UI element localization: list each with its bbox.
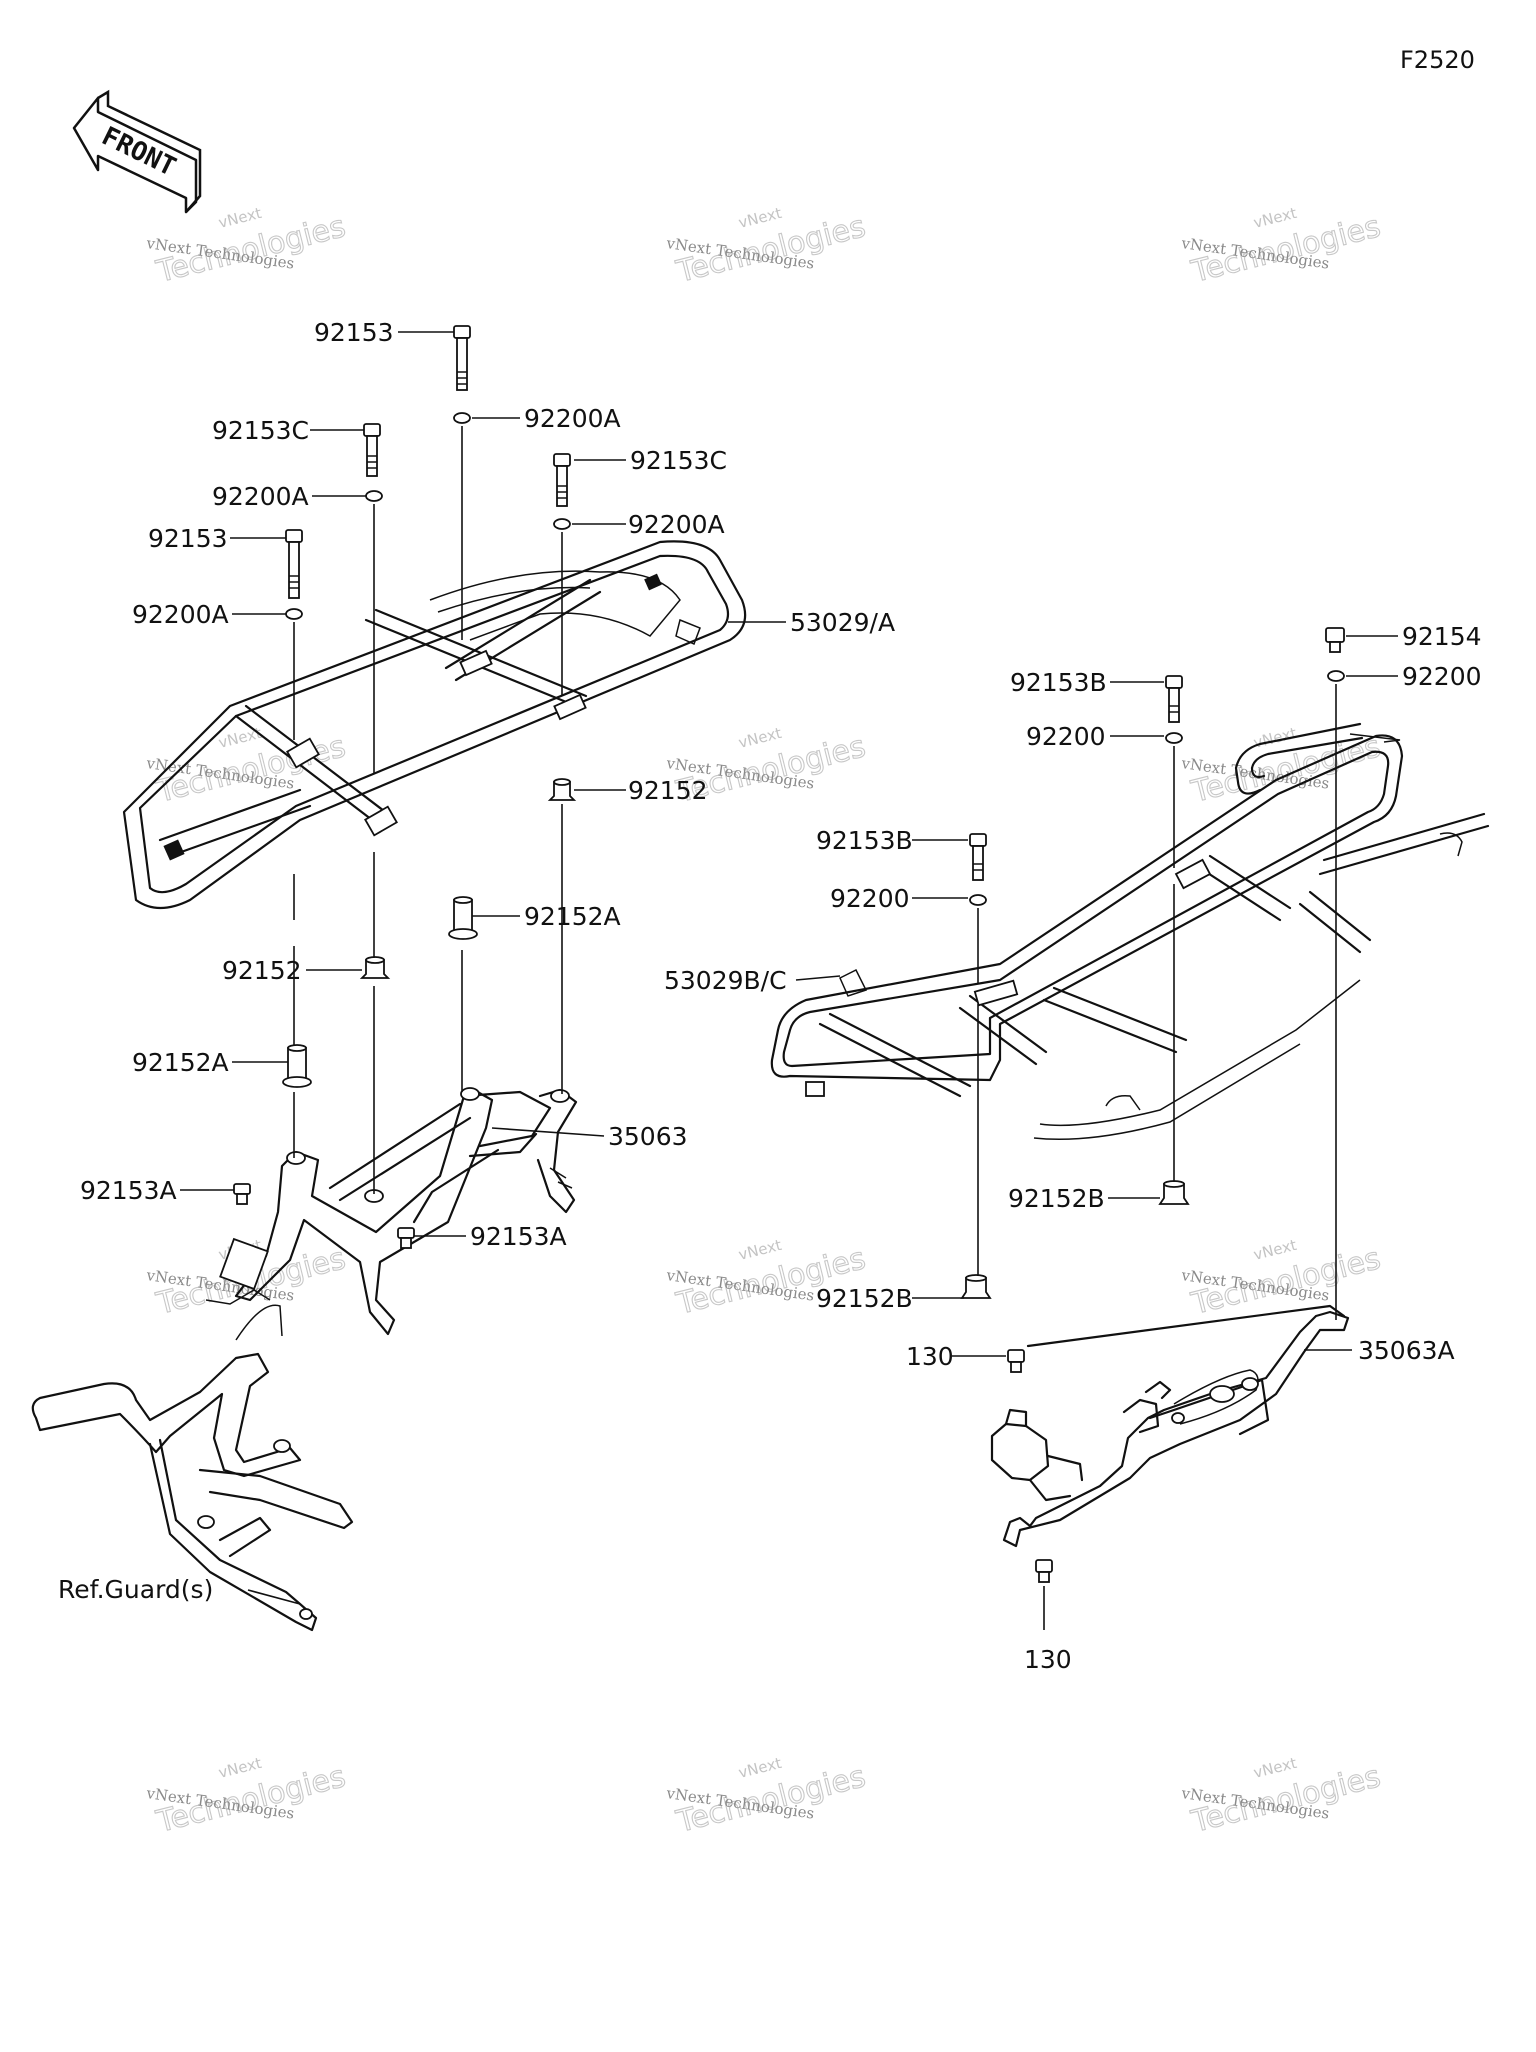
part-label: 92152 — [222, 956, 302, 985]
part-label: 92153 — [148, 524, 228, 553]
carrier-stay-left — [234, 1087, 578, 1336]
bolt-92153a-1 — [233, 1183, 251, 1205]
part-label: 92200 — [830, 884, 910, 913]
watermark-text: vNext — [737, 1236, 784, 1264]
washer-92200a-3 — [553, 518, 571, 530]
collar-92152a-left — [282, 1044, 312, 1088]
collar-92152-left — [359, 956, 391, 979]
watermark-text: vNext — [1252, 1754, 1299, 1782]
bolt-92153b-1 — [1165, 675, 1183, 723]
fastener-group — [233, 325, 1345, 1583]
bolt-92153-top — [453, 325, 471, 391]
part-label: 92200A — [628, 510, 725, 539]
bolt-130-2 — [1035, 1559, 1053, 1583]
part-label: 92153B — [816, 826, 913, 855]
bolt-92153c-1 — [363, 423, 381, 477]
part-label: 92200A — [212, 482, 309, 511]
part-label: 92153C — [212, 416, 309, 445]
part-label: 92154 — [1402, 622, 1482, 651]
bolt-130-1 — [1007, 1349, 1025, 1373]
watermark-text: vNext — [1252, 204, 1299, 232]
watermark-text: vNext — [737, 1754, 784, 1782]
collar-92152a-center — [448, 896, 478, 940]
bolt-92153a-2 — [397, 1227, 415, 1249]
part-label: 92153A — [80, 1176, 177, 1205]
part-label: 92200 — [1026, 722, 1106, 751]
part-label: 35063A — [1358, 1336, 1455, 1365]
watermark-text: vNext — [217, 204, 264, 232]
watermark-text: vNext — [737, 724, 784, 752]
part-label: 35063 — [608, 1122, 688, 1151]
part-label: 92152A — [524, 902, 621, 931]
part-label: 92152A — [132, 1048, 229, 1077]
part-label: 92153A — [470, 1222, 567, 1251]
part-label: 92152B — [816, 1284, 913, 1313]
part-label: 53029/A — [790, 608, 895, 637]
washer-92200-1 — [1327, 670, 1345, 682]
part-label: 92152 — [628, 776, 708, 805]
leader-lines — [180, 331, 1398, 1630]
bolt-92153c-2 — [553, 453, 571, 507]
washer-92200-2 — [1165, 732, 1183, 744]
part-label: 92153 — [314, 318, 394, 347]
washer-92200a-2 — [365, 490, 383, 502]
part-label: 92200A — [132, 600, 229, 629]
part-label: 53029B/C — [664, 966, 787, 995]
rear-carrier-left — [122, 540, 747, 910]
bolt-92153-left — [285, 529, 303, 599]
part-label: Ref.Guard(s) — [58, 1575, 213, 1604]
figure-id: F2520 — [1400, 46, 1475, 74]
carrier-stay-right — [990, 1304, 1350, 1548]
bolt-92153b-2 — [969, 833, 987, 881]
watermark-text: vNext — [1252, 1236, 1299, 1264]
part-label: 92153C — [630, 446, 727, 475]
washer-92200a-4 — [285, 608, 303, 620]
collar-92152b-1 — [1158, 1180, 1190, 1205]
part-labels: 92153 92200A 92153C 92200A 92153C 92200A… — [58, 318, 1482, 1674]
watermark-text: vNext — [217, 1754, 264, 1782]
bolt-92154 — [1325, 627, 1345, 653]
ref-guard — [31, 1237, 354, 1632]
collar-92152b-2 — [960, 1274, 992, 1299]
part-label: 92200A — [524, 404, 621, 433]
watermark-text: vNext — [737, 204, 784, 232]
part-label: 92153B — [1010, 668, 1107, 697]
part-label: 92152B — [1008, 1184, 1105, 1213]
part-label: 130 — [1024, 1645, 1072, 1674]
front-arrow-icon: FRONT — [72, 89, 202, 214]
washer-92200-3 — [969, 894, 987, 906]
part-label: 92200 — [1402, 662, 1482, 691]
rear-carrier-right — [770, 722, 1490, 1140]
washer-92200a-1 — [453, 412, 471, 424]
collar-92152-right — [547, 778, 577, 801]
part-label: 130 — [906, 1342, 954, 1371]
